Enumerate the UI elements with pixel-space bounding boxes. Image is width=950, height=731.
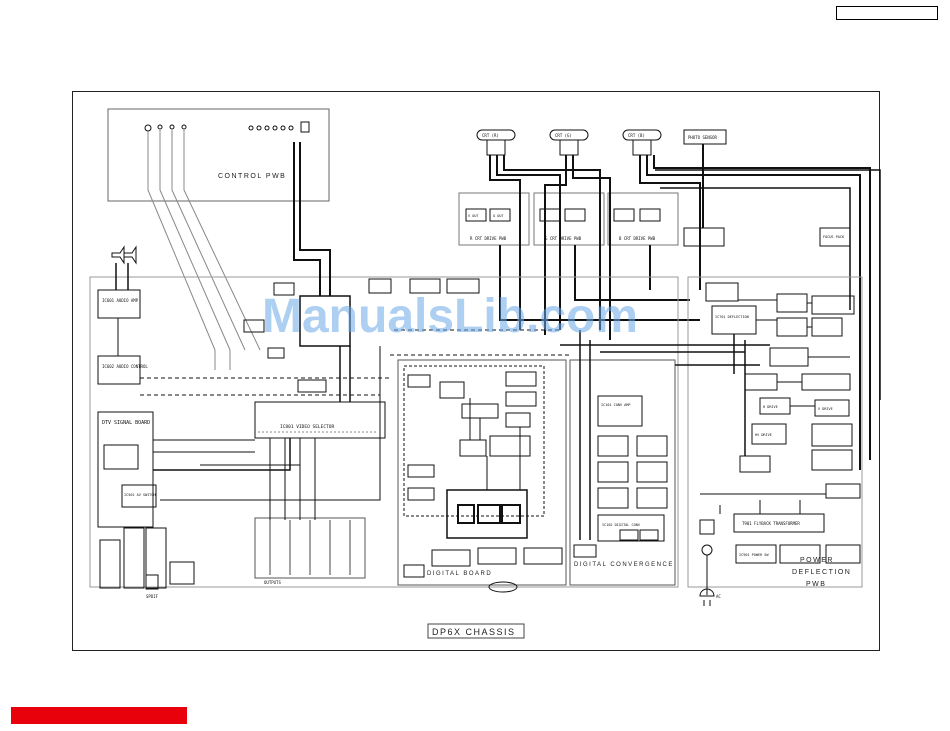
svg-text:AC: AC	[716, 594, 721, 599]
svg-text:T901 FLYBACK TRANSFORMER: T901 FLYBACK TRANSFORMER	[742, 521, 800, 526]
svg-text:R CRT DRIVE PWB: R CRT DRIVE PWB	[470, 236, 507, 241]
r-crt-drive-pwb	[458, 192, 530, 246]
digital-board: DIGITAL BOARD	[397, 359, 567, 593]
bridge-rectifier	[701, 544, 713, 556]
svg-text:IC601 AUDIO AMP: IC601 AUDIO AMP	[102, 298, 139, 303]
b-crt-drive-pwb	[607, 192, 679, 246]
ac-plug-icon	[699, 588, 715, 597]
chassis-label: DP6X CHASSIS	[432, 627, 516, 637]
g-crt-drive-pwb	[533, 192, 605, 246]
svg-text:IC801 VIDEO SELECTOR: IC801 VIDEO SELECTOR	[280, 424, 334, 430]
svg-text:POWER: POWER	[800, 557, 834, 564]
v-drive-block	[814, 399, 850, 417]
page-header-box	[836, 6, 938, 20]
photo-sensor-block	[683, 129, 727, 145]
video-selector-block	[254, 401, 386, 439]
main-processor-block	[299, 295, 351, 347]
svg-text:PHOTO SENSOR: PHOTO SENSOR	[688, 135, 717, 140]
svg-text:IC602 AUDIO CONTROL: IC602 AUDIO CONTROL	[102, 364, 148, 369]
crt-section: CRT (R) CRT (G) CRT (B) PHOTO SENSOR R C…	[458, 129, 881, 470]
svg-text:H DRIVE: H DRIVE	[763, 405, 778, 409]
convergence-out-block	[683, 227, 725, 247]
svg-text:PWB: PWB	[806, 581, 826, 588]
chassis-label-box	[427, 623, 525, 639]
control-pwb: CONTROL PWB	[107, 108, 330, 370]
digital-conv-block	[597, 514, 665, 542]
svg-text:G CRT DRIVE PWB: G CRT DRIVE PWB	[545, 236, 582, 241]
audio-amp-block	[97, 289, 141, 319]
svg-text:OUTPUTS: OUTPUTS	[264, 580, 281, 585]
main-pwb-outline	[89, 276, 679, 588]
digital-convergence: IC101 CONV AMP IC102 DIGITAL CONV DIGITA…	[569, 330, 676, 586]
flyback-transformer-block	[733, 513, 825, 533]
power-deflection: IC701 DEFLECTION H DRIVE V DRIVE HV DRIV…	[560, 282, 861, 606]
svg-text:DTV SIGNAL BOARD: DTV SIGNAL BOARD	[102, 420, 150, 426]
av-switch-block	[121, 484, 157, 508]
svg-text:IC102 DIGITAL CONV: IC102 DIGITAL CONV	[602, 523, 641, 527]
outputs-block	[254, 517, 366, 579]
svg-text:IC901 POWER SW: IC901 POWER SW	[739, 553, 769, 557]
svg-text:V OUT: V OUT	[468, 214, 479, 218]
svg-text:FOCUS PACK: FOCUS PACK	[823, 235, 845, 239]
crt-r: CRT (R)	[476, 129, 516, 156]
hv-drive-block	[751, 423, 787, 445]
svg-text:IC501 AV SWITCH: IC501 AV SWITCH	[124, 493, 156, 497]
svg-text:CRT (R): CRT (R)	[482, 133, 499, 138]
svg-text:V DRIVE: V DRIVE	[818, 407, 833, 411]
watermark-text: ManualsLib.com	[262, 290, 638, 343]
svg-text:IC101 CONV AMP: IC101 CONV AMP	[601, 403, 631, 407]
audio-control-block	[97, 355, 141, 385]
svg-text:CRT (B): CRT (B)	[628, 133, 645, 138]
svg-text:B CRT DRIVE PWB: B CRT DRIVE PWB	[619, 236, 656, 241]
svg-text:SPDIF: SPDIF	[146, 594, 159, 599]
power-sw-block	[735, 544, 777, 564]
deflection-block	[711, 305, 757, 335]
svg-text:DEFLECTION: DEFLECTION	[792, 569, 851, 576]
crt-g: CRT (G)	[549, 129, 589, 156]
input-jack-panel	[99, 539, 121, 589]
svg-text:CRT (G): CRT (G)	[555, 133, 572, 138]
conv-amp-block	[597, 395, 643, 427]
video-section: IC801 VIDEO SELECTOR OUTPUTS	[140, 142, 570, 585]
control-pwb-label: CONTROL PWB	[218, 173, 286, 180]
svg-text:HV DRIVE: HV DRIVE	[755, 433, 772, 437]
crt-b: CRT (B)	[622, 129, 662, 156]
control-pwb-leds	[248, 125, 294, 131]
svg-text:G OUT: G OUT	[493, 214, 504, 218]
footer-red-bar	[11, 707, 187, 724]
power-pwb-outline	[687, 276, 863, 588]
digital-convergence-label: DIGITAL CONVERGENCE	[574, 562, 674, 568]
svg-text:IC701 DEFLECTION: IC701 DEFLECTION	[715, 315, 749, 319]
digital-board-label: DIGITAL BOARD	[427, 571, 492, 577]
audio-section: IC601 AUDIO AMP IC602 AUDIO CONTROL DTV …	[97, 245, 195, 599]
